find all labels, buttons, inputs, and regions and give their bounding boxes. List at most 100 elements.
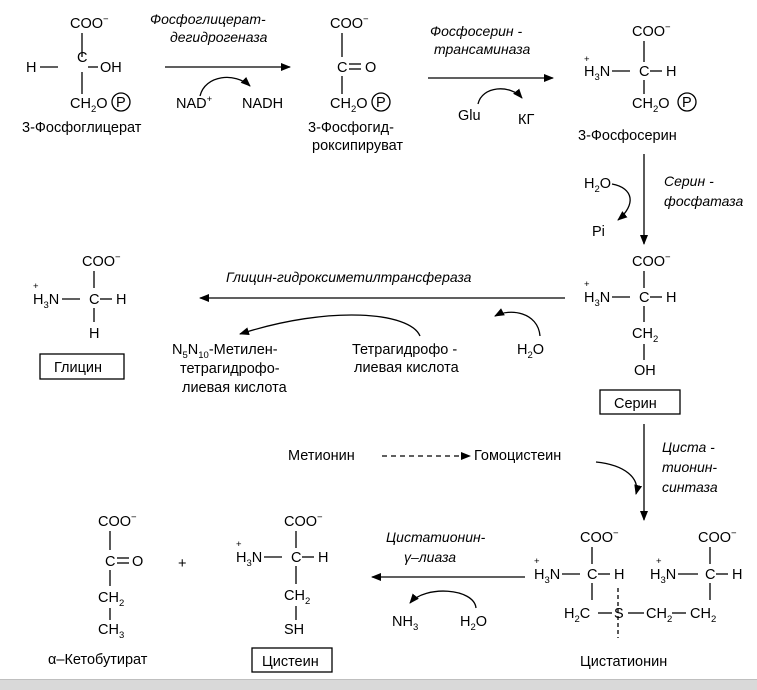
cysteine-structure: COO− + H3N C H CH2 SH Цистеин — [236, 512, 333, 673]
sulfur-atom: S — [614, 606, 624, 622]
homocysteine-label: Гомоцистеин — [474, 448, 561, 464]
amino-group: H3N — [33, 292, 59, 311]
enzyme-label: Циста - — [662, 439, 715, 455]
oxygen-atom: O — [365, 60, 376, 76]
carbon-atom: C — [639, 64, 649, 80]
charge-sign: + — [584, 279, 590, 290]
ch2-group: CH2 — [646, 606, 672, 625]
cofactor-arrow — [409, 590, 477, 609]
amino-group: H3N — [584, 290, 610, 309]
coo-group: COO− — [632, 22, 671, 40]
coo-group: COO− — [284, 512, 323, 530]
reaction-psat: Фосфосерин - трансаминаза Glu КГ — [428, 23, 554, 128]
3-phosphohydroxypyruvate-structure: COO− C O CH2O P 3-Фосфогид- роксипируват — [308, 14, 403, 154]
amino-group: H3N — [584, 64, 610, 83]
enzyme-label: Глицин-гидроксиметилтрансфераза — [226, 269, 472, 285]
methionine-label: Метионин — [288, 448, 355, 464]
reaction-cbs: Циста - тионин- синтаза — [640, 424, 718, 521]
3-phosphoserine-structure: COO− + H3N C H CH2O P 3-Фосфосерин — [578, 22, 697, 144]
enzyme-label: синтаза — [662, 479, 718, 495]
hydroxyl-group: OH — [100, 60, 122, 76]
carbon-atom: C — [291, 550, 301, 566]
enzyme-label: тионин- — [662, 459, 717, 475]
compound-box — [251, 647, 333, 673]
carbon-atom: C — [587, 567, 597, 583]
cofactor-arrow — [611, 183, 631, 221]
cystathionine-structure: COO− + H3N C H COO− + H3N C H H2C S CH2 … — [534, 528, 742, 670]
charge-sign: + — [656, 556, 662, 567]
reaction-shmt: Глицин-гидроксиметилтрансфераза H2O Тетр… — [172, 269, 565, 396]
carbon-atom: C — [77, 50, 87, 66]
coo-group: COO− — [82, 252, 121, 270]
compound-name: Цистатионин — [580, 654, 667, 670]
coo-group: COO− — [98, 512, 137, 530]
enzyme-label: Серин - — [664, 173, 714, 189]
h-atom: H — [26, 60, 36, 76]
phosphate-label: Pi — [592, 224, 605, 240]
compound-name: 3-Фосфоглицерат — [22, 120, 142, 136]
serine-structure: COO− + H3N C H CH2 OH Серин — [584, 252, 681, 415]
reaction-pgdh: Фосфоглицерат- дегидрогеназа NAD+ NADH — [150, 11, 291, 112]
hydroxyl-group: OH — [634, 363, 656, 379]
nadh-label: NADH — [242, 96, 283, 112]
enzyme-label: фосфатаза — [664, 193, 743, 209]
enzyme-label: Фосфоглицерат- — [150, 11, 266, 27]
charge-sign: + — [236, 539, 242, 550]
ch2o-group: CH2O — [70, 96, 108, 115]
nad-label: NAD+ — [176, 94, 213, 112]
coo-group: COO− — [632, 252, 671, 270]
coo-group: COO− — [580, 528, 619, 546]
ch2-group: CH2 — [632, 326, 658, 345]
h-atom: H — [666, 64, 676, 80]
methionine-pathway: Метионин Гомоцистеин — [288, 448, 643, 495]
carbon-atom: C — [89, 292, 99, 308]
phosphate-circle — [111, 92, 131, 112]
3-phosphoglycerate-structure: COO− H C OH CH2O P 3-Фосфоглицерат — [22, 14, 142, 136]
oxygen-atom: O — [132, 554, 143, 570]
enzyme-label: дегидрогеназа — [170, 29, 268, 45]
methylene-thf-label: N5N10-Метилен- — [172, 342, 278, 361]
h-atom: H — [614, 567, 624, 583]
amino-group: H3N — [534, 567, 560, 586]
compound-name: Серин — [614, 396, 657, 412]
reaction-cgl: Цистатионин- γ–лиаза NH3 H2O — [371, 529, 525, 633]
coo-group: COO− — [330, 14, 369, 32]
phosphate-label: P — [376, 95, 386, 111]
water-label: H2O — [584, 176, 611, 195]
ketoglutarate-label: КГ — [518, 112, 534, 128]
compound-name: 3-Фосфосерин — [578, 128, 677, 144]
compound-name: роксипируват — [312, 138, 403, 154]
carbon-atom: C — [705, 567, 715, 583]
enzyme-label: Цистатионин- — [386, 529, 486, 545]
enzyme-label: Фосфосерин - — [430, 23, 523, 39]
water-label: H2O — [460, 614, 487, 633]
homocysteine-arrow — [595, 461, 643, 495]
compound-name: α–Кетобутират — [48, 652, 148, 668]
h-atom: H — [318, 550, 328, 566]
carbon-atom: C — [337, 60, 347, 76]
h-atom: H — [732, 567, 742, 583]
ch2-group: CH2 — [690, 606, 716, 625]
ch2-group: CH2 — [284, 588, 310, 607]
carbon-atom: C — [639, 290, 649, 306]
cofactor-arrow — [239, 314, 421, 337]
coo-group: COO− — [70, 14, 109, 32]
amino-group: H3N — [650, 567, 676, 586]
charge-sign: + — [33, 281, 39, 292]
compound-name: 3-Фосфогид- — [308, 120, 394, 136]
ch3-group: CH3 — [98, 622, 124, 641]
bottom-bar — [0, 679, 757, 690]
compound-name: Глицин — [54, 360, 102, 376]
enzyme-label: γ–лиаза — [404, 549, 456, 565]
alpha-ketobutyrate-structure: COO− C O CH2 CH3 α–Кетобутират — [48, 512, 148, 668]
reaction-psp: H2O Pi Серин - фосфатаза — [584, 154, 743, 245]
methylene-thf-label: лиевая кислота — [182, 380, 288, 396]
h-atom: H — [116, 292, 126, 308]
h2c-group: H2C — [564, 606, 590, 625]
charge-sign: + — [534, 556, 540, 567]
glutamate-label: Glu — [458, 108, 481, 124]
methylene-thf-label: тетрагидрофо- — [180, 361, 280, 377]
phosphate-circle — [677, 92, 697, 112]
phosphate-label: P — [682, 95, 692, 111]
